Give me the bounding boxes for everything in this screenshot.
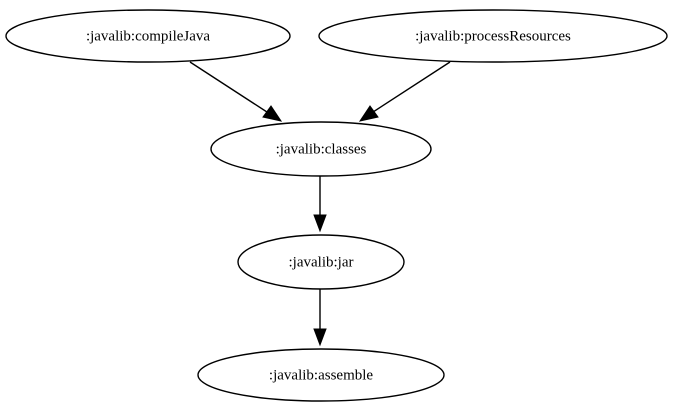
edge-compileJava-to-classes	[189, 61, 271, 115]
node-jar: :javalib:jar	[237, 234, 405, 290]
node-compileJava-label: :javalib:compileJava	[86, 28, 210, 44]
node-classes: :javalib:classes	[210, 121, 432, 177]
edge-compileJava-to-classes-arrowhead	[262, 105, 283, 122]
node-jar-label: :javalib:jar	[289, 254, 354, 270]
node-assemble: :javalib:assemble	[197, 348, 445, 402]
node-classes-label: :javalib:classes	[276, 141, 367, 157]
edge-classes-to-jar-arrowhead	[313, 214, 327, 233]
node-processResources-label: :javalib:processResources	[415, 28, 571, 44]
edge-jar-to-assemble-arrowhead	[313, 328, 327, 347]
edge-processResources-to-classes	[369, 61, 451, 115]
edge-processResources-to-classes-arrowhead	[358, 105, 379, 122]
node-processResources: :javalib:processResources	[318, 9, 668, 63]
nodes-layer: :javalib:compileJava :javalib:processRes…	[5, 9, 668, 402]
edges-layer	[189, 61, 451, 347]
node-compileJava: :javalib:compileJava	[5, 9, 291, 63]
node-assemble-label: :javalib:assemble	[269, 367, 373, 383]
